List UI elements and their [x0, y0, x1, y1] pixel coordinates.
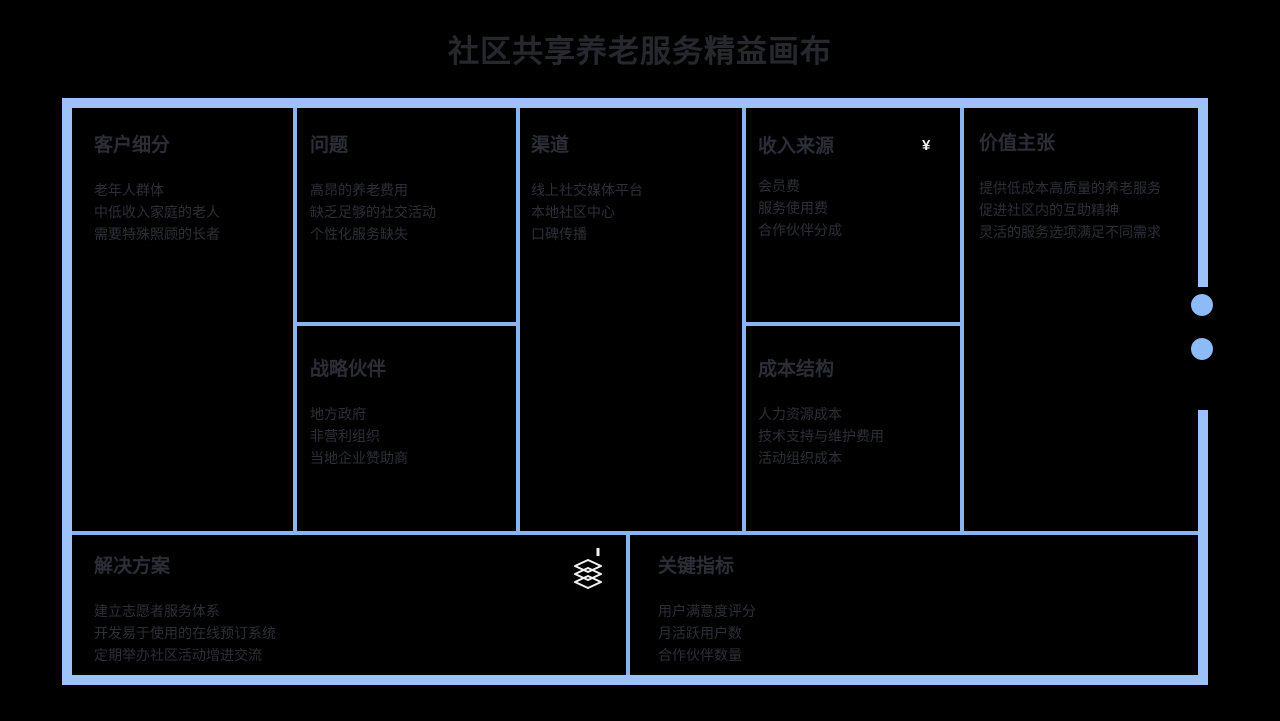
divider-horizontal-problems [297, 322, 516, 326]
list-item: 合作伙伴分成 [758, 222, 842, 238]
heading-cost-structure: 成本结构 [758, 359, 835, 380]
heading-value-proposition: 价值主张 [979, 133, 1056, 154]
heading-key-metrics: 关键指标 [658, 556, 735, 577]
list-item: 活动组织成本 [758, 450, 842, 466]
cell-value-proposition: 价值主张 提供低成本高质量的养老服务 促进社区内的互助精神 灵活的服务选项满足不… [964, 108, 1198, 531]
divider-vertical-bottom [626, 535, 630, 675]
connector-dot[interactable] [1191, 294, 1213, 316]
cell-cost-structure: 成本结构 人力资源成本 技术支持与维护费用 活动组织成本 [746, 326, 960, 531]
page-title: 社区共享养老服务精益画布 [448, 34, 832, 69]
list-item: 技术支持与维护费用 [758, 428, 884, 444]
lean-canvas: 客户细分 老年人群体 中低收入家庭的老人 需要特殊照顾的长者 问题 高昂的养老费… [62, 98, 1213, 685]
list-item: 高昂的养老费用 [310, 182, 408, 198]
divider-vertical-2 [516, 108, 520, 535]
divider-vertical-4 [960, 108, 964, 535]
divider-vertical-3 [742, 108, 746, 535]
list-item: 合作伙伴数量 [658, 647, 742, 663]
list-item: 提供低成本高质量的养老服务 [979, 180, 1161, 196]
canvas-border-top [62, 98, 1208, 108]
canvas-border-bottom [62, 675, 1208, 685]
canvas-border-right-lower [1198, 410, 1208, 685]
list-item: 人力资源成本 [758, 406, 842, 422]
list-item: 服务使用费 [758, 200, 828, 216]
list-item: 非营利组织 [310, 428, 380, 444]
divider-vertical-1 [293, 108, 297, 535]
cell-problems: 问题 高昂的养老费用 缺乏足够的社交活动 个性化服务缺失 [297, 108, 516, 322]
list-item: 月活跃用户数 [658, 625, 742, 641]
list-item: 本地社区中心 [531, 204, 615, 220]
list-item: 中低收入家庭的老人 [94, 204, 220, 220]
layers-stack-icon [570, 547, 606, 598]
cell-channels: 渠道 线上社交媒体平台 本地社区中心 口碑传播 [520, 108, 742, 531]
list-item: 定期举办社区活动增进交流 [94, 647, 262, 663]
divider-horizontal-revenue [746, 322, 960, 326]
cell-strategic-partners: 战略伙伴 地方政府 非营利组织 当地企业赞助商 [297, 326, 516, 531]
heading-customer-segments: 客户细分 [94, 135, 171, 156]
list-item: 个性化服务缺失 [310, 226, 408, 242]
list-item: 灵活的服务选项满足不同需求 [979, 224, 1161, 240]
list-item: 地方政府 [310, 406, 366, 422]
cell-revenue-streams: 收入来源 ¥ 会员费 服务使用费 合作伙伴分成 [746, 108, 960, 322]
list-item: 缺乏足够的社交活动 [310, 204, 436, 220]
yuan-icon: ¥ [922, 137, 931, 154]
heading-problems: 问题 [310, 135, 349, 156]
connector-dot[interactable] [1191, 338, 1213, 360]
list-item: 促进社区内的互助精神 [979, 202, 1119, 218]
heading-revenue-streams: 收入来源 [758, 136, 835, 157]
cell-customer-segments: 客户细分 老年人群体 中低收入家庭的老人 需要特殊照顾的长者 [72, 108, 293, 531]
heading-strategic-partners: 战略伙伴 [310, 359, 387, 380]
list-item: 当地企业赞助商 [310, 450, 408, 466]
canvas-border-right-upper [1198, 98, 1208, 287]
list-item: 需要特殊照顾的长者 [94, 226, 220, 242]
heading-channels: 渠道 [531, 135, 570, 156]
list-item: 线上社交媒体平台 [531, 182, 643, 198]
cell-solutions: 解决方案 建立志愿者服务体系 开发易于使用的在线预订系统 定期举办社区活动增进交… [72, 535, 626, 675]
list-item: 口碑传播 [531, 226, 587, 242]
list-item: 会员费 [758, 178, 800, 194]
cell-key-metrics: 关键指标 用户满意度评分 月活跃用户数 合作伙伴数量 [630, 535, 1198, 675]
list-item: 开发易于使用的在线预订系统 [94, 625, 276, 641]
heading-solutions: 解决方案 [94, 556, 171, 577]
list-item: 老年人群体 [94, 182, 164, 198]
list-item: 建立志愿者服务体系 [94, 603, 220, 619]
divider-horizontal-bottom-row [72, 531, 1198, 535]
canvas-border-left [62, 98, 72, 685]
list-item: 用户满意度评分 [658, 603, 756, 619]
